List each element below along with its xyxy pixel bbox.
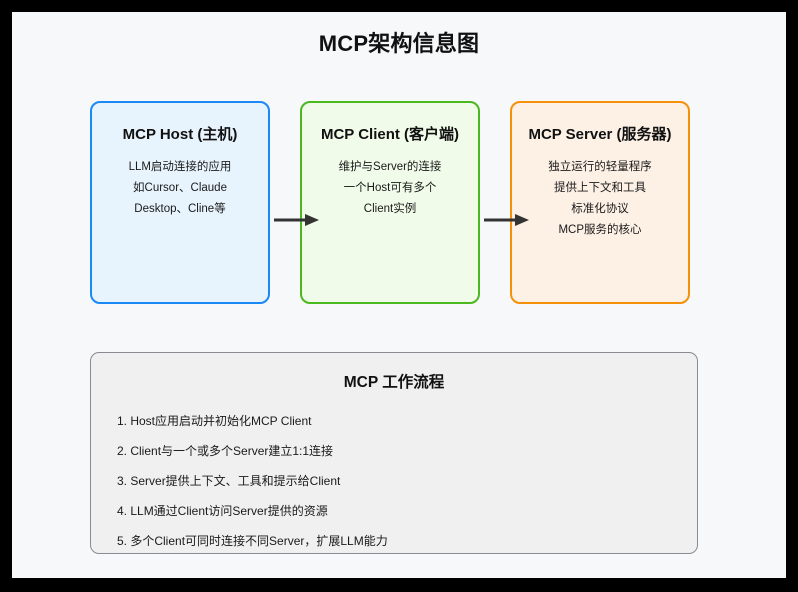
arrow-right-icon — [484, 212, 530, 228]
component-description-line: MCP服务的核心 — [558, 224, 642, 236]
component-description-line: Client实例 — [363, 203, 417, 215]
workflow-step-item: 2. Client与一个或多个Server建立1:1连接 — [117, 444, 334, 458]
component-description-server: 独立运行的轻量程序 提供上下文和工具 标准化协议 MCP服务的核心 — [512, 157, 688, 241]
workflow-step-item: 1. Host应用启动并初始化MCP Client — [117, 414, 312, 428]
component-description-line: Desktop、Cline等 — [134, 203, 226, 215]
workflow-step-list: 1. Host应用启动并初始化MCP Client 2. Client与一个或多… — [117, 406, 697, 556]
component-card-client: MCP Client (客户端) 维护与Server的连接 一个Host可有多个… — [300, 101, 480, 304]
component-title-host: MCP Host (主机) — [122, 126, 238, 143]
component-title-server: MCP Server (服务器) — [528, 126, 672, 143]
component-description-line: LLM启动连接的应用 — [128, 161, 232, 173]
component-description-line: 提供上下文和工具 — [554, 182, 646, 194]
workflow-step-item: 4. LLM通过Client访问Server提供的资源 — [117, 504, 328, 518]
workflow-step-item: 3. Server提供上下文、工具和提示给Client — [117, 474, 341, 488]
component-description-host: LLM启动连接的应用 如Cursor、Claude Desktop、Cline等 — [92, 157, 268, 220]
arrow-right-icon — [274, 212, 320, 228]
infographic-canvas: MCP架构信息图 MCP Host (主机) LLM启动连接的应用 如Curso… — [12, 12, 786, 578]
component-description-line: 一个Host可有多个 — [343, 182, 437, 194]
workflow-step-item: 5. 多个Client可同时连接不同Server，扩展LLM能力 — [117, 534, 388, 548]
workflow-title: MCP 工作流程 — [343, 374, 445, 391]
component-description-line: 维护与Server的连接 — [338, 161, 442, 173]
component-card-host: MCP Host (主机) LLM启动连接的应用 如Cursor、Claude … — [90, 101, 270, 304]
component-title-client: MCP Client (客户端) — [320, 126, 460, 143]
page-title: MCP架构信息图 — [318, 31, 480, 56]
component-description-line: 标准化协议 — [571, 203, 629, 215]
component-description-line: 独立运行的轻量程序 — [548, 161, 652, 173]
workflow-panel: MCP 工作流程 1. Host应用启动并初始化MCP Client 2. Cl… — [90, 352, 698, 554]
component-description-line: 如Cursor、Claude — [133, 182, 227, 194]
component-description-client: 维护与Server的连接 一个Host可有多个 Client实例 — [302, 157, 478, 220]
component-card-server: MCP Server (服务器) 独立运行的轻量程序 提供上下文和工具 标准化协… — [510, 101, 690, 304]
